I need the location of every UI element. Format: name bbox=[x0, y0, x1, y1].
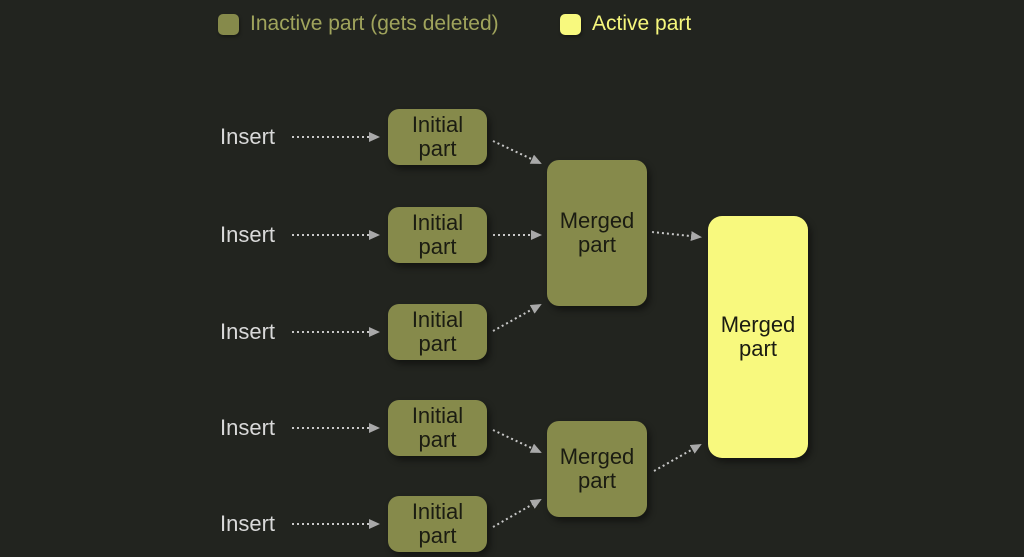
legend-label-inactive: Inactive part (gets deleted) bbox=[250, 12, 499, 35]
active-part-swatch bbox=[560, 13, 581, 35]
initial-part-node-4: Initial part bbox=[388, 400, 487, 456]
legend-item-inactive: Inactive part (gets deleted) bbox=[218, 12, 499, 35]
arrow-initial3-to-merged1 bbox=[492, 304, 542, 332]
active-merged-part-node: Merged part bbox=[708, 216, 808, 458]
initial-part-node-3: Initial part bbox=[388, 304, 487, 360]
arrow-merged2-to-final bbox=[653, 444, 702, 472]
insert-label-5: Insert bbox=[220, 511, 276, 536]
initial-part-node-2: Initial part bbox=[388, 207, 487, 263]
arrow-initial4-to-merged2 bbox=[492, 429, 542, 453]
arrow-initial5-to-merged2 bbox=[492, 499, 542, 528]
insert-label-1: Insert bbox=[220, 124, 276, 149]
arrow-merged1-to-final bbox=[651, 231, 702, 242]
inactive-part-swatch bbox=[218, 13, 239, 35]
insert-label-2: Insert bbox=[220, 222, 276, 247]
merged-part-node-2: Merged part bbox=[547, 421, 647, 517]
insert-label-3: Insert bbox=[220, 319, 276, 344]
initial-part-node-1: Initial part bbox=[388, 109, 487, 165]
legend-label-active: Active part bbox=[592, 12, 692, 35]
legend-item-active: Active part bbox=[560, 12, 692, 35]
merged-part-node-1: Merged part bbox=[547, 160, 647, 306]
arrow-initial1-to-merged1 bbox=[492, 140, 542, 164]
insert-label-4: Insert bbox=[220, 415, 276, 440]
initial-part-node-5: Initial part bbox=[388, 496, 487, 552]
